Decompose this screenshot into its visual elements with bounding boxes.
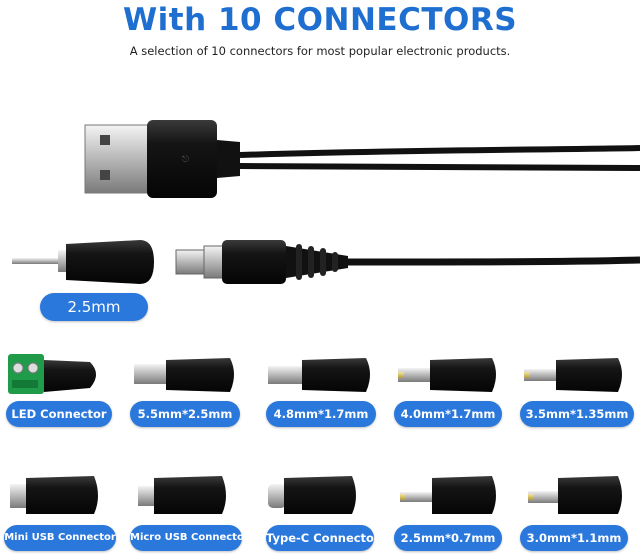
label-type-c: Type-C Connector — [266, 525, 380, 551]
micro-usb-plug — [138, 476, 226, 514]
label-micro-usb: Micro USB Connector — [130, 525, 249, 551]
connector-3-5-1-35 — [524, 358, 622, 392]
adapter-2-5mm — [12, 240, 154, 284]
label-4-0x1-7: 4.0mm*1.7mm — [394, 401, 502, 427]
page-title: With 10 CONNECTORS — [122, 2, 518, 38]
label-led-connector: LED Connector — [6, 401, 112, 427]
dc-cable — [347, 256, 640, 266]
label-2-5x0-7: 2.5mm*0.7mm — [394, 525, 502, 551]
connector-3-0-1-1 — [528, 476, 622, 514]
usb-a-plug: ⎋ — [84, 120, 240, 198]
type-c-plug — [268, 476, 356, 514]
page-subtitle: A selection of 10 connectors for most po… — [129, 44, 511, 58]
label-3-5x1-35: 3.5mm*1.35mm — [520, 401, 634, 427]
label-mini-usb: Mini USB Connector — [4, 525, 116, 551]
label-5-5x2-5: 5.5mm*2.5mm — [130, 401, 240, 427]
label-3-0x1-1: 3.0mm*1.1mm — [520, 525, 628, 551]
led-terminal-connector — [8, 354, 96, 394]
connector-5-5-2-5 — [134, 358, 234, 392]
label-4-8x1-7: 4.8mm*1.7mm — [266, 401, 376, 427]
label-2-5mm: 2.5mm — [40, 293, 148, 321]
usb-cable-lower — [239, 163, 640, 171]
mini-usb-plug — [10, 476, 98, 514]
dc-plug — [175, 240, 348, 284]
connector-4-8-1-7 — [268, 358, 370, 392]
connector-2-5-0-7 — [400, 476, 496, 514]
connector-4-0-1-7 — [398, 358, 496, 392]
svg-text:⎋: ⎋ — [182, 155, 189, 165]
usb-cable — [239, 145, 640, 158]
